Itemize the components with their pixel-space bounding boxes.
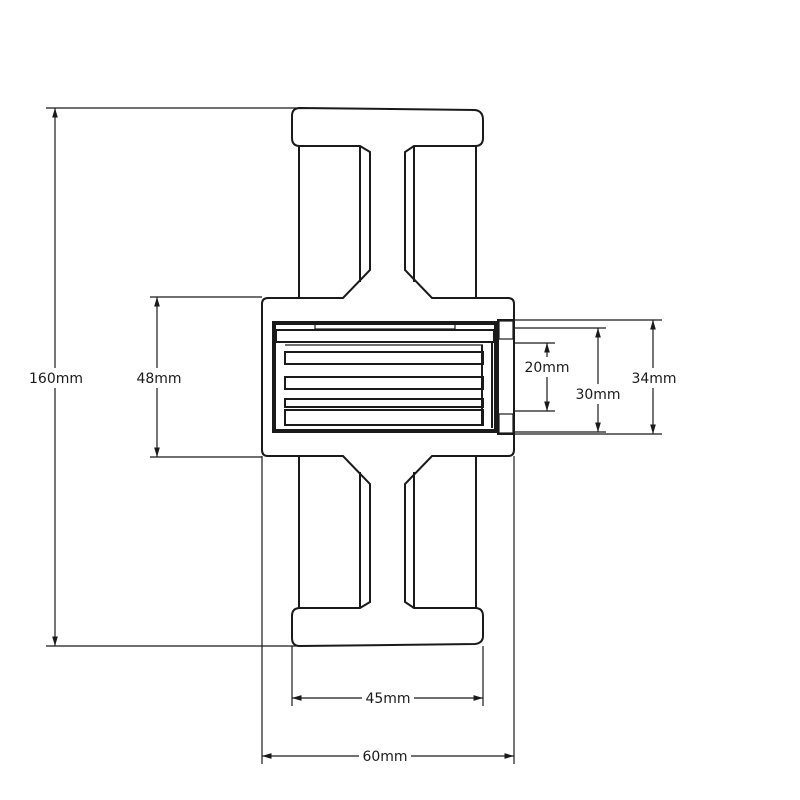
dimension-160mm: 160mm [26, 108, 86, 646]
dimension-20mm: 20mm [522, 343, 572, 411]
dim-label-shaft-diameter: 20mm [524, 360, 569, 376]
dimension-48mm: 48mm [133, 297, 183, 457]
tire-side-lines [298, 146, 477, 608]
needle-bearing [274, 319, 515, 435]
dim-label-hub-width: 60mm [362, 749, 407, 765]
inner-race [284, 409, 484, 426]
dim-label-bearing-inner: 30mm [575, 387, 620, 403]
dim-label-outer-diameter: 160mm [29, 371, 83, 387]
dimension-45mm: 45mm [292, 688, 483, 708]
needle-roller [284, 376, 484, 390]
dimension-30mm: 30mm [573, 328, 623, 432]
needle-roller [284, 398, 484, 408]
dimension-34mm: 34mm [628, 320, 680, 434]
dim-label-tread-width: 45mm [365, 691, 410, 707]
retaining-ring [497, 319, 515, 435]
dim-label-hub-diameter: 48mm [136, 371, 181, 387]
outer-race [275, 329, 495, 343]
extension-lines [46, 107, 662, 764]
dim-label-bearing-outer: 34mm [631, 371, 676, 387]
dimension-60mm: 60mm [262, 746, 514, 766]
wheel-section [261, 106, 515, 648]
needle-roller [284, 351, 484, 365]
